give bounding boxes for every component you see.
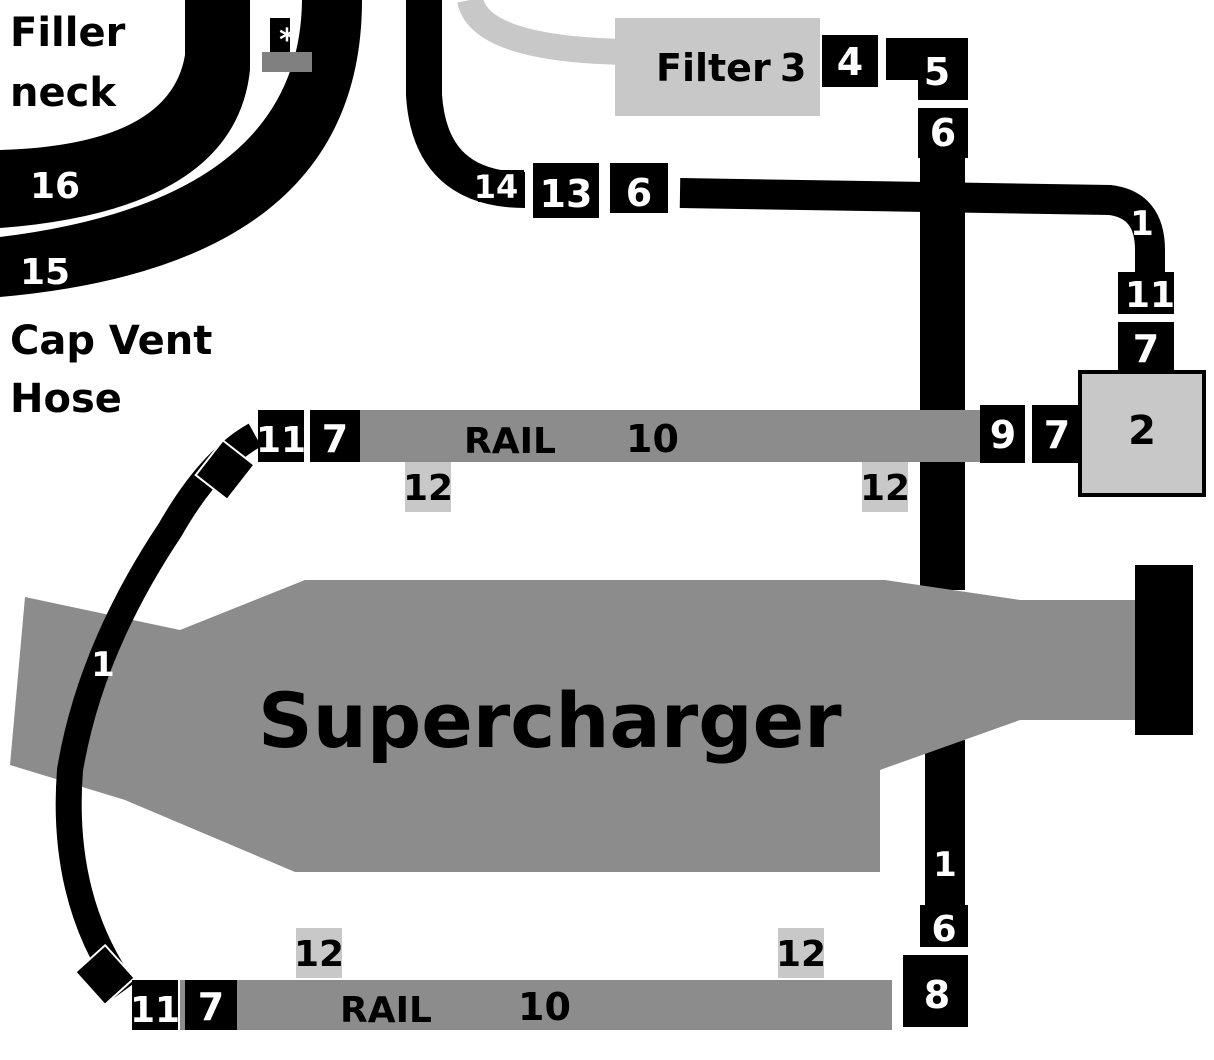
cap-vent-hose-label-line2: Hose bbox=[10, 376, 122, 422]
label-box-6-top bbox=[918, 108, 968, 158]
part-6-top-label: 6 bbox=[930, 111, 956, 155]
label-box-4 bbox=[822, 35, 878, 87]
part-8-label: 8 bbox=[924, 973, 950, 1017]
cap-vent-hose-15 bbox=[0, 0, 362, 297]
label-box-12-lower-right bbox=[778, 928, 824, 978]
filter-hose-grey bbox=[457, 0, 631, 65]
label-box-7-upper-rail bbox=[310, 410, 360, 462]
filler-neck-label-line1: Filler bbox=[10, 10, 126, 56]
part-4-label: 4 bbox=[837, 40, 863, 84]
label-box-9 bbox=[980, 405, 1025, 463]
part-6-mid-label: 6 bbox=[626, 171, 652, 215]
vertical-hose-lower bbox=[925, 740, 965, 910]
crossover-hose-1 bbox=[55, 423, 262, 998]
hose-clamp-lower bbox=[74, 943, 136, 1007]
part-14-label: 14 bbox=[474, 168, 519, 206]
part-13-label: 13 bbox=[540, 172, 593, 216]
label-box-14 bbox=[478, 170, 524, 202]
label-box-7-component-2 bbox=[1032, 405, 1080, 463]
label-box-11-lower-rail bbox=[132, 980, 178, 1030]
part-12-lower-left: 12 bbox=[294, 934, 344, 975]
horizontal-hose-6-to-11 bbox=[679, 178, 1165, 275]
part-3-label: 3 bbox=[780, 46, 806, 90]
label-box-12-lower-left bbox=[296, 928, 342, 978]
label-box-8 bbox=[903, 955, 968, 1027]
part-7-lower-rail-label: 7 bbox=[198, 985, 224, 1029]
part-12-upper-right: 12 bbox=[860, 468, 910, 509]
filler-neck-label-line2: neck bbox=[10, 70, 117, 116]
part-9-label: 9 bbox=[990, 413, 1016, 457]
label-box-7-lower-rail bbox=[185, 980, 237, 1030]
part-7-component-2-label: 7 bbox=[1044, 413, 1070, 457]
asterisk-fitting-base bbox=[262, 52, 312, 72]
part-15-label: 15 bbox=[20, 252, 70, 293]
supercharger-body bbox=[10, 580, 1140, 872]
part-12-upper-left: 12 bbox=[403, 468, 453, 509]
lower-fuel-rail bbox=[180, 980, 892, 1030]
part-1-crossover-label: 1 bbox=[91, 645, 115, 685]
part-11-right-label: 11 bbox=[1125, 275, 1175, 316]
supercharger-label: Supercharger bbox=[258, 676, 842, 765]
label-box-13 bbox=[533, 163, 599, 218]
part-5-label: 5 bbox=[924, 50, 950, 94]
part-16-label: 16 bbox=[30, 166, 80, 207]
hose-clamp-upper bbox=[194, 438, 256, 502]
label-box-11-upper-rail bbox=[258, 410, 304, 462]
part-7-right-top-label: 7 bbox=[1133, 327, 1159, 371]
label-box-7-right-top bbox=[1118, 322, 1174, 370]
asterisk-label: * bbox=[279, 23, 295, 58]
filler-neck-hose-16 bbox=[0, 0, 250, 228]
filter-box bbox=[615, 18, 820, 116]
part-1-right-label: 1 bbox=[1130, 204, 1154, 244]
component-2-box bbox=[1078, 370, 1206, 497]
upper-rail-part-10: 10 bbox=[626, 417, 679, 461]
part-1-lower-right-label: 1 bbox=[933, 845, 957, 885]
label-box-12-upper-right bbox=[862, 462, 908, 512]
lower-rail-label: RAIL bbox=[340, 990, 432, 1031]
part-2-label: 2 bbox=[1128, 408, 1156, 454]
label-box-5 bbox=[886, 38, 968, 100]
vertical-hose-upper bbox=[920, 150, 965, 590]
label-box-6-mid bbox=[610, 163, 668, 213]
label-box-11-right bbox=[1118, 272, 1174, 314]
label-box-12-upper-left bbox=[405, 462, 451, 512]
label-box-6-bottom bbox=[920, 905, 968, 947]
cap-vent-hose-label-line1: Cap Vent bbox=[10, 318, 212, 364]
lower-rail-part-10: 10 bbox=[518, 985, 571, 1029]
part-12-lower-right: 12 bbox=[776, 934, 826, 975]
part-11-upper-rail-label: 11 bbox=[256, 420, 306, 461]
part-6-bottom-label: 6 bbox=[931, 909, 956, 950]
filter-label: Filter bbox=[656, 46, 771, 90]
asterisk-fitting-stem bbox=[270, 18, 290, 52]
part-11-lower-rail-label: 11 bbox=[130, 990, 180, 1031]
upper-fuel-rail bbox=[310, 410, 985, 462]
supercharger-pulley bbox=[1135, 565, 1193, 735]
upper-rail-label: RAIL bbox=[464, 421, 556, 462]
part-7-upper-rail-label: 7 bbox=[322, 417, 348, 461]
